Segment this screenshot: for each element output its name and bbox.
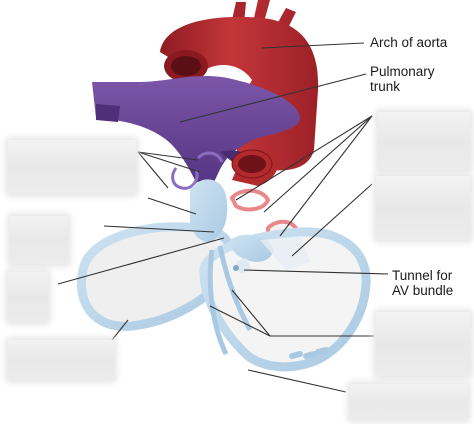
hidden-label-box[interactable] xyxy=(10,216,68,264)
label-tunnel-for-av-bundle: Tunnel for AV bundle xyxy=(392,268,454,298)
hidden-label-box[interactable] xyxy=(8,140,136,194)
aortic-valve-ring xyxy=(229,188,271,212)
fibrous-skeleton-shape xyxy=(76,179,371,372)
hidden-label-box[interactable] xyxy=(376,312,470,376)
coronary-vessel xyxy=(171,167,199,190)
hidden-label-box[interactable] xyxy=(8,340,114,380)
leader-lines xyxy=(57,42,389,393)
label-pulmonary-trunk: Pulmonary trunk xyxy=(370,64,435,94)
hidden-label-box[interactable] xyxy=(350,384,468,420)
hidden-label-box[interactable] xyxy=(376,176,470,240)
hidden-label-box[interactable] xyxy=(378,112,470,170)
hidden-label-box[interactable] xyxy=(8,272,48,322)
label-arch-of-aorta: Arch of aorta xyxy=(370,35,448,50)
